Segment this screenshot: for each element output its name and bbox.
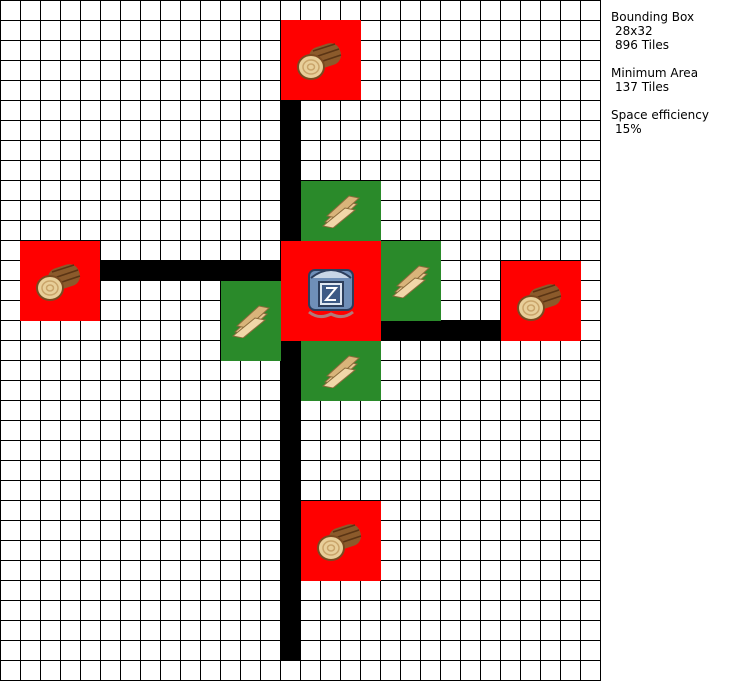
sawmill-tile-top[interactable] bbox=[301, 181, 381, 241]
road-bottom-vertical bbox=[281, 341, 301, 661]
minimum-area-label: Minimum Area bbox=[611, 66, 709, 80]
space-efficiency-block: Space efficiency 15% bbox=[611, 108, 709, 136]
log-icon bbox=[34, 260, 86, 302]
bounding-box-label: Bounding Box bbox=[611, 10, 709, 24]
log-icon bbox=[315, 520, 367, 562]
lumberjack-tile-right[interactable] bbox=[501, 261, 581, 341]
sawmill-tile-right[interactable] bbox=[381, 241, 441, 321]
space-efficiency-label: Space efficiency bbox=[611, 108, 709, 122]
minimum-area-tiles: 137 Tiles bbox=[611, 80, 709, 94]
lumberjack-tile-left[interactable] bbox=[20, 241, 100, 321]
warehouse-tile[interactable] bbox=[281, 241, 381, 341]
layout-grid[interactable] bbox=[0, 0, 601, 681]
planks-icon bbox=[391, 264, 431, 298]
road-top-vertical bbox=[281, 100, 301, 240]
space-efficiency-value: 15% bbox=[611, 122, 709, 136]
sawmill-tile-bottom[interactable] bbox=[301, 341, 381, 401]
planks-icon bbox=[321, 194, 361, 228]
bounding-box-size: 28x32 bbox=[611, 24, 709, 38]
warehouse-icon bbox=[303, 260, 359, 322]
road-right-horizontal bbox=[380, 321, 500, 341]
lumberjack-tile-bottom[interactable] bbox=[301, 501, 381, 581]
planks-icon bbox=[231, 304, 271, 338]
minimum-area-block: Minimum Area 137 Tiles bbox=[611, 66, 709, 94]
log-icon bbox=[515, 280, 567, 322]
road-left-horizontal bbox=[100, 261, 280, 281]
log-icon bbox=[295, 39, 347, 81]
planks-icon bbox=[321, 354, 361, 388]
lumberjack-tile-top[interactable] bbox=[281, 20, 361, 100]
stats-panel: Bounding Box 28x32 896 Tiles Minimum Are… bbox=[611, 10, 709, 150]
bounding-box-tiles: 896 Tiles bbox=[611, 38, 709, 52]
bounding-box-block: Bounding Box 28x32 896 Tiles bbox=[611, 10, 709, 52]
sawmill-tile-left[interactable] bbox=[221, 281, 281, 361]
